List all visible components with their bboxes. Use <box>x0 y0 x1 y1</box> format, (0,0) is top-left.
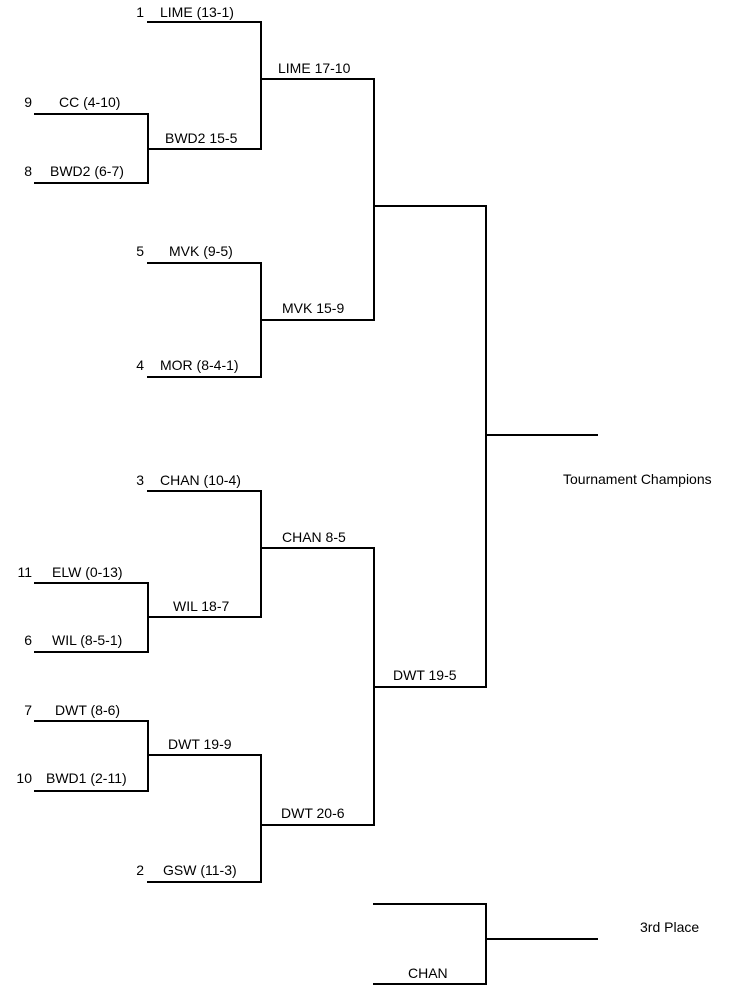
match-result: DWT 19-9 <box>168 736 232 752</box>
match-result: MVK 15-9 <box>282 300 345 316</box>
team-entry: BWD2 (6-7) <box>50 163 124 179</box>
bracket-line <box>260 824 375 826</box>
bracket-connector <box>485 903 487 985</box>
bracket-line <box>373 205 487 207</box>
bracket-connector <box>485 205 487 688</box>
team-entry: WIL (8-5-1) <box>52 632 123 648</box>
seed-number: 5 <box>136 243 144 259</box>
bracket-line <box>373 686 487 688</box>
seed-number: 2 <box>136 862 144 878</box>
bracket-line <box>260 547 375 549</box>
bracket-line <box>373 903 487 905</box>
bracket-line <box>147 148 262 150</box>
bracket-line <box>260 78 375 80</box>
third-place-line <box>485 938 598 940</box>
match-result: CHAN 8-5 <box>282 529 346 545</box>
bracket-connector <box>260 21 262 150</box>
seed-number: 1 <box>136 4 144 20</box>
team-entry: CHAN (10-4) <box>160 472 241 488</box>
team-entry: CC (4-10) <box>59 94 121 110</box>
team-entry: MVK (9-5) <box>169 243 233 259</box>
bracket-line <box>147 490 262 492</box>
champions-label: Tournament Champions <box>563 471 712 487</box>
bracket-connector <box>147 720 149 792</box>
bracket-line <box>147 376 262 378</box>
seed-number: 8 <box>24 163 32 179</box>
bracket-line <box>260 319 375 321</box>
bracket-line <box>34 582 149 584</box>
match-result: BWD2 15-5 <box>165 130 238 146</box>
match-result: DWT 19-5 <box>393 667 457 683</box>
bracket-line <box>147 881 262 883</box>
team-entry: GSW (11-3) <box>163 862 237 878</box>
bracket-line <box>34 720 149 722</box>
team-entry: BWD1 (2-11) <box>46 770 127 786</box>
team-entry: DWT (8-6) <box>55 702 121 718</box>
seed-number: 4 <box>136 357 144 373</box>
champion-line <box>485 434 598 436</box>
bracket-line <box>147 21 262 23</box>
seed-number: 10 <box>16 770 32 786</box>
match-result: LIME 17-10 <box>278 60 351 76</box>
bracket-line <box>373 983 487 985</box>
third-place-label: 3rd Place <box>640 919 700 935</box>
seed-number: 11 <box>17 564 32 580</box>
bracket-line <box>147 616 262 618</box>
seed-number: 3 <box>136 472 144 488</box>
bracket-line <box>147 754 262 756</box>
seed-number: 9 <box>24 94 32 110</box>
team-entry: LIME (13-1) <box>160 4 234 20</box>
team-entry: MOR (8-4-1) <box>160 357 239 373</box>
match-result: DWT 20-6 <box>281 805 345 821</box>
bracket-line <box>34 790 149 792</box>
third-place-team: CHAN <box>408 965 448 981</box>
bracket-connector <box>260 754 262 883</box>
bracket-line <box>34 651 149 653</box>
seed-number: 7 <box>24 702 32 718</box>
bracket-line <box>34 113 149 115</box>
team-entry: ELW (0-13) <box>52 564 123 580</box>
bracket-connector <box>260 490 262 618</box>
bracket-line <box>147 262 262 264</box>
bracket-connector <box>373 78 375 321</box>
match-result: WIL 18-7 <box>173 598 230 614</box>
seed-number: 6 <box>24 632 32 648</box>
bracket-line <box>34 182 149 184</box>
